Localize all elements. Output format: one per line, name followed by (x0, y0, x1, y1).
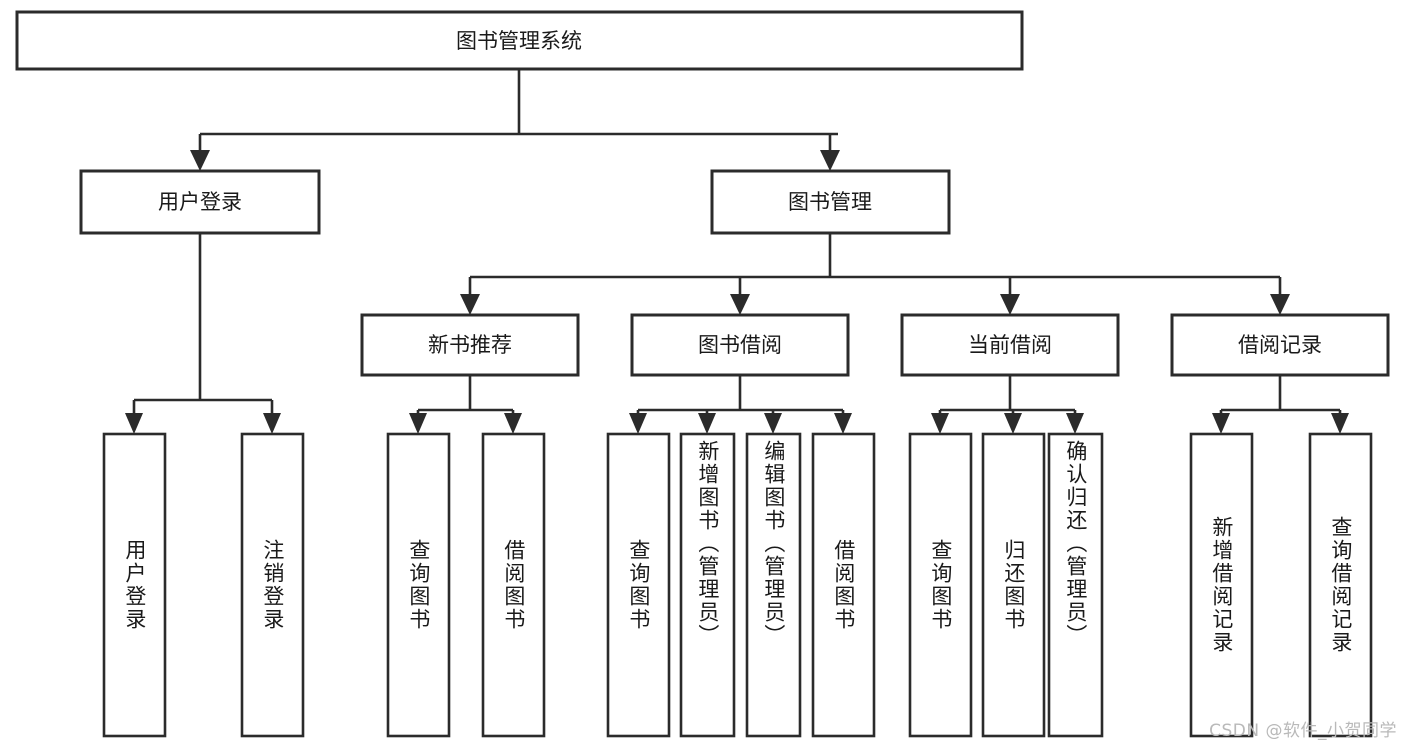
arrowhead-leaf-query-record (1331, 413, 1349, 434)
leaf-box-query-book-1[interactable] (386, 432, 451, 738)
connector-group-current-borrow-leaves (931, 375, 1084, 434)
connector-group-root-to-level2 (190, 69, 840, 171)
leaf-box-confirm-return[interactable] (1047, 432, 1104, 738)
node-borrow-record[interactable]: 借阅记录 (1170, 313, 1390, 377)
leaf-box-edit-book[interactable] (745, 432, 802, 738)
connector-group-book-manage-to-level3 (460, 233, 1290, 315)
node-borrow-record-box[interactable] (1170, 313, 1390, 377)
arrowhead-leaf-query-book-2 (629, 413, 647, 434)
leaf-box-query-record[interactable] (1308, 432, 1373, 738)
node-book-manage-box[interactable] (710, 169, 951, 235)
arrowhead-current-borrow (1000, 294, 1020, 315)
connector-group-borrow-record-leaves (1212, 375, 1349, 434)
node-root-label: 图书管理系统 (456, 29, 582, 53)
arrowhead-leaf-confirm-return (1066, 413, 1084, 434)
node-book-manage-label: 图书管理 (788, 190, 872, 214)
leaf-box-add-record[interactable] (1189, 432, 1254, 738)
node-user-login-label: 用户登录 (158, 190, 242, 214)
arrowhead-leaf-add-book (698, 413, 716, 434)
node-book-borrow-box[interactable] (630, 313, 850, 377)
node-borrow-record-label: 借阅记录 (1238, 333, 1322, 357)
leaf-box-borrow-book-1[interactable] (481, 432, 546, 738)
node-new-book-rec-box[interactable] (360, 313, 580, 377)
arrowhead-leaf-borrow-book-1 (504, 413, 522, 434)
node-current-borrow-box[interactable] (900, 313, 1120, 377)
leaf-box-borrow-book-2[interactable] (811, 432, 876, 738)
leaf-box-return-book[interactable] (981, 432, 1046, 738)
arrowhead-new-book-rec (460, 294, 480, 315)
node-user-login-box[interactable] (79, 169, 321, 235)
arrowhead-user-login (190, 150, 210, 171)
node-book-borrow-label: 图书借阅 (698, 333, 782, 357)
leaf-box-user-login[interactable] (102, 432, 167, 738)
arrowhead-leaf-user-login (125, 413, 143, 434)
node-book-manage[interactable]: 图书管理 (710, 169, 951, 235)
arrowhead-leaf-query-book-1 (409, 413, 427, 434)
leaf-boxes-group (102, 432, 1373, 738)
arrowhead-leaf-add-record (1212, 413, 1230, 434)
leaf-box-query-book-3[interactable] (908, 432, 973, 738)
node-new-book-rec[interactable]: 新书推荐 (360, 313, 580, 377)
arrowhead-leaf-return-book (1004, 413, 1022, 434)
leaf-box-logout[interactable] (240, 432, 305, 738)
node-current-borrow-label: 当前借阅 (968, 333, 1052, 357)
connector-group-user-login-leaves (125, 233, 281, 434)
leaf-box-add-book[interactable] (679, 432, 736, 738)
arrowhead-borrow-record (1270, 294, 1290, 315)
node-new-book-rec-label: 新书推荐 (428, 333, 512, 357)
leaf-box-query-book-2[interactable] (606, 432, 671, 738)
node-current-borrow[interactable]: 当前借阅 (900, 313, 1120, 377)
arrowhead-book-borrow (730, 294, 750, 315)
arrowhead-leaf-logout (263, 413, 281, 434)
node-root-box[interactable] (15, 10, 1024, 71)
node-user-login[interactable]: 用户登录 (79, 169, 321, 235)
arrowhead-leaf-query-book-3 (931, 413, 949, 434)
csdn-watermark: CSDN @软件_小贺同学 (1209, 721, 1397, 741)
arrowhead-leaf-borrow-book-2 (834, 413, 852, 434)
node-root[interactable]: 图书管理系统 (15, 10, 1024, 71)
arrowhead-leaf-edit-book (764, 413, 782, 434)
node-book-borrow[interactable]: 图书借阅 (630, 313, 850, 377)
arrowhead-book-manage (820, 150, 840, 171)
connector-group-new-book-rec-leaves (409, 375, 522, 434)
connector-group-book-borrow-leaves (629, 375, 852, 434)
